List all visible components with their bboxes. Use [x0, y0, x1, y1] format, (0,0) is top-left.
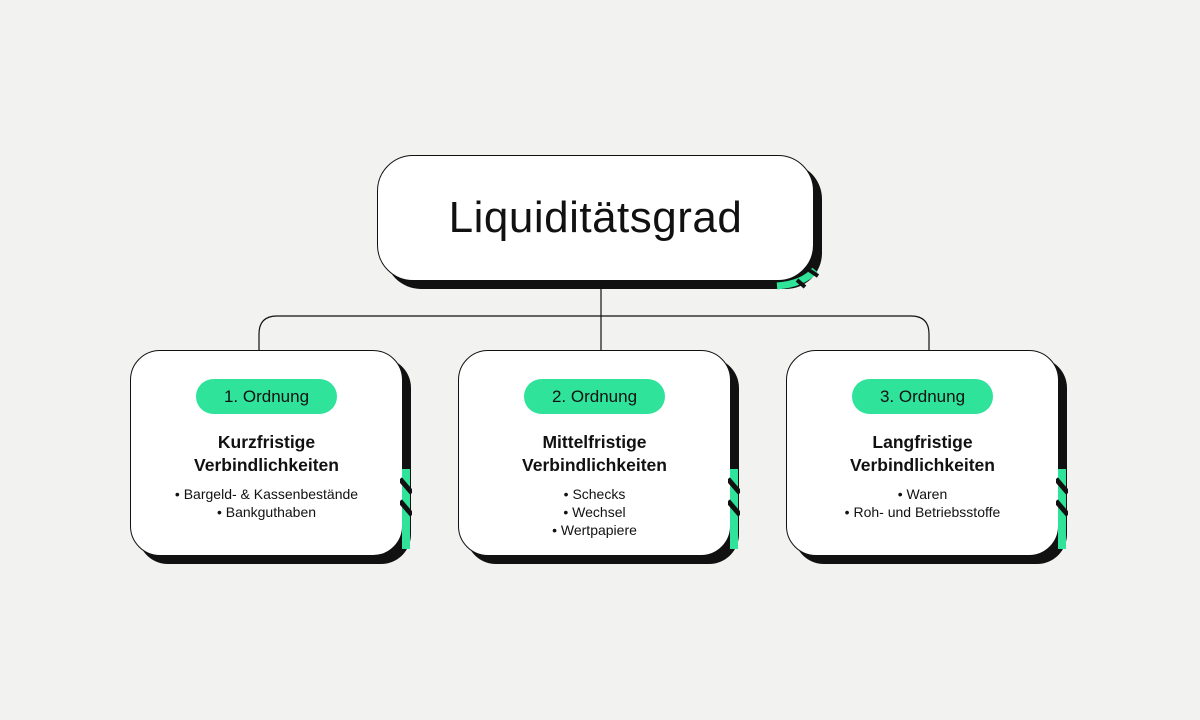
- list-item: Waren: [845, 485, 1001, 503]
- order-badge: 1. Ordnung: [196, 379, 337, 414]
- list-item: Roh- und Betriebsstoffe: [845, 503, 1000, 521]
- accent-stripe-decoration: [1056, 469, 1068, 549]
- item-list: Waren Roh- und Betriebsstoffe: [845, 485, 1001, 521]
- badge-label: 3. Ordnung: [879, 386, 966, 406]
- card-title-line: Kurzfristige: [217, 432, 316, 452]
- badge-label: 2. Ordnung: [551, 386, 638, 406]
- root-title: Liquiditätsgrad: [448, 193, 743, 242]
- accent-stripe-decoration: [776, 267, 820, 290]
- list-item: Bargeld- & Kassenbestände: [175, 485, 358, 503]
- list-item: Wechsel: [552, 503, 637, 521]
- card-first-order: 1. Ordnung Kurzfristige Verbindlichkeite…: [130, 350, 412, 556]
- accent-stripe-decoration: [728, 469, 740, 549]
- list-item: Schecks: [552, 485, 637, 503]
- card-title-line: Verbindlichkeiten: [850, 455, 995, 475]
- accent-stripe-decoration: [400, 469, 412, 549]
- badge-label: 1. Ordnung: [223, 386, 310, 406]
- card-title-line: Langfristige: [872, 432, 973, 452]
- card-title-line: Mittelfristige: [542, 432, 647, 452]
- list-item: Bankguthaben: [175, 503, 358, 521]
- root-node: Liquiditätsgrad: [377, 155, 820, 290]
- card-second-order: 2. Ordnung Mittelfristige Verbindlichkei…: [458, 350, 740, 556]
- card-third-order: 3. Ordnung Langfristige Verbindlichkeite…: [786, 350, 1068, 556]
- order-badge: 3. Ordnung: [852, 379, 993, 414]
- card-title-line: Verbindlichkeiten: [194, 455, 339, 475]
- card-title-line: Verbindlichkeiten: [522, 455, 667, 475]
- card-title: Kurzfristige Verbindlichkeiten: [194, 431, 339, 477]
- item-list: Schecks Wechsel Wertpapiere: [552, 485, 637, 539]
- item-list: Bargeld- & Kassenbestände Bankguthaben: [175, 485, 358, 521]
- order-badge: 2. Ordnung: [524, 379, 665, 414]
- list-item: Wertpapiere: [552, 521, 637, 539]
- card-title: Langfristige Verbindlichkeiten: [850, 431, 995, 477]
- card-title: Mittelfristige Verbindlichkeiten: [522, 431, 667, 477]
